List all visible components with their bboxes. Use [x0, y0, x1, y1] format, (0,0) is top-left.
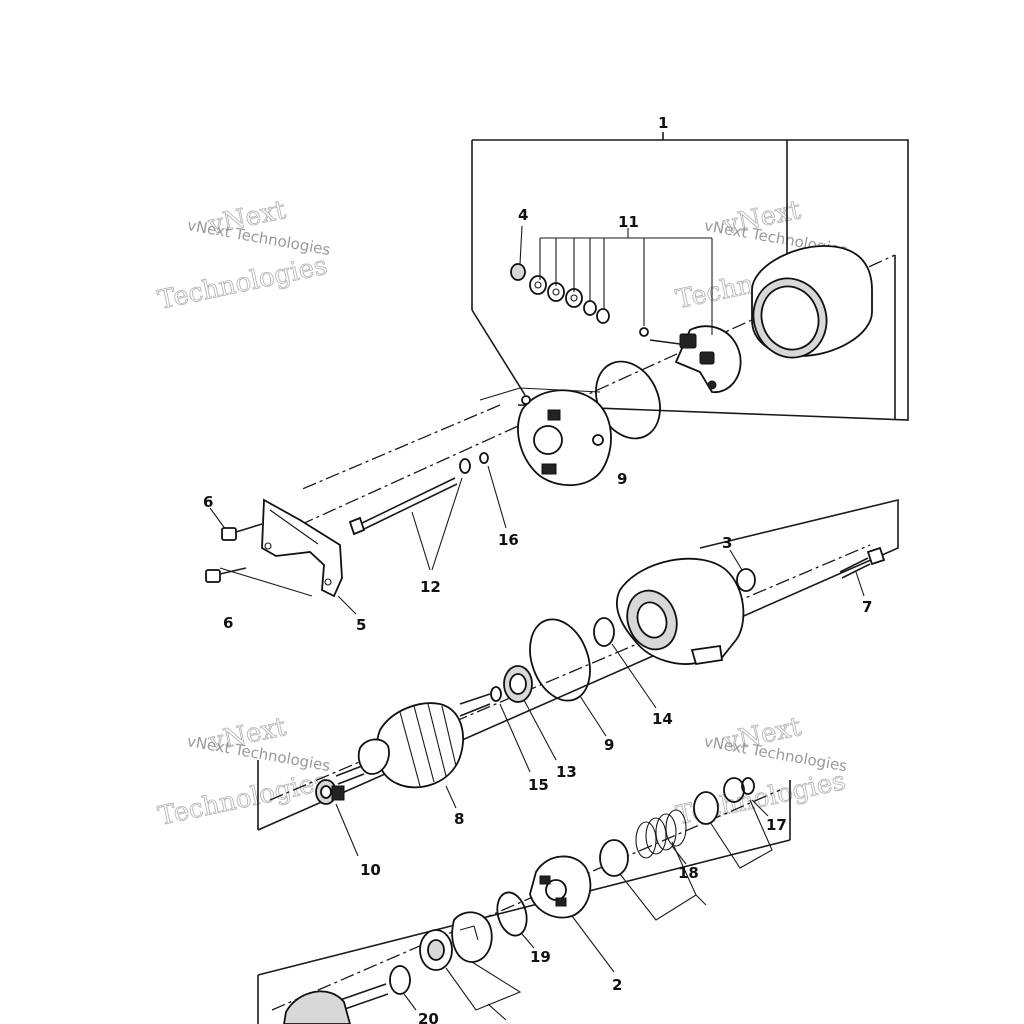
- washer-15: [490, 686, 502, 702]
- washer-3: [736, 568, 756, 592]
- screw-6-upper: [221, 523, 263, 541]
- svg-text:Technologies: Technologies: [156, 767, 331, 832]
- callout-16: 16: [498, 531, 519, 549]
- bearing-10: [315, 779, 345, 805]
- pinion-gear: [529, 855, 592, 919]
- callout-19: 19: [530, 948, 551, 966]
- spring-18: [635, 809, 687, 859]
- thrust-washer: [419, 929, 453, 971]
- callout-5: 5: [356, 616, 366, 634]
- through-bolt: [348, 452, 489, 536]
- callout-6-upper: 6: [203, 493, 213, 511]
- bolt-7: [839, 546, 886, 579]
- callout-13: 13: [556, 763, 577, 781]
- callout-labels: 1 2 3 4 5 6 6 7 8 9 9 10 11 12 13 14 15 …: [203, 114, 872, 1024]
- drive-shaft: [283, 983, 389, 1024]
- clutch-plate: [451, 911, 493, 963]
- callout-9-lower: 9: [604, 736, 614, 754]
- middle-assembly: [257, 498, 899, 857]
- callout-20: 20: [418, 1010, 439, 1024]
- o-ring-middle: [529, 618, 591, 702]
- pinion-sleeve: [599, 839, 629, 877]
- callout-10: 10: [360, 861, 381, 879]
- ring-19: [496, 891, 528, 937]
- callout-14: 14: [652, 710, 673, 728]
- front-housing: [615, 557, 745, 666]
- watermark-line3: Technologies: [155, 251, 330, 316]
- upper-assembly: [205, 225, 896, 615]
- end-cover: [517, 389, 612, 487]
- terminal-washers: [510, 263, 610, 324]
- callout-15: 15: [528, 776, 549, 794]
- snap-ring-20: [389, 965, 411, 995]
- callout-3: 3: [722, 534, 732, 552]
- screw-6-lower: [205, 567, 247, 583]
- clip-17: [723, 777, 755, 803]
- callout-18: 18: [678, 864, 699, 882]
- stop-collar: [693, 791, 719, 825]
- o-ring-14: [593, 617, 615, 647]
- callout-9-upper: 9: [617, 470, 627, 488]
- yoke-housing: [751, 245, 873, 359]
- armature: [335, 693, 491, 789]
- callout-1: 1: [658, 114, 668, 132]
- callout-12: 12: [420, 578, 441, 596]
- callout-8: 8: [454, 810, 464, 828]
- brush-holder: [639, 325, 742, 393]
- callout-2: 2: [612, 976, 622, 994]
- lower-assembly: [257, 777, 791, 1024]
- callout-4: 4: [518, 206, 528, 224]
- callout-11: 11: [618, 213, 639, 231]
- callout-6-lower: 6: [223, 614, 233, 632]
- callout-7: 7: [862, 598, 872, 616]
- mounting-bracket: [261, 498, 343, 598]
- callout-17: 17: [766, 816, 787, 834]
- bearing-13: [503, 665, 533, 703]
